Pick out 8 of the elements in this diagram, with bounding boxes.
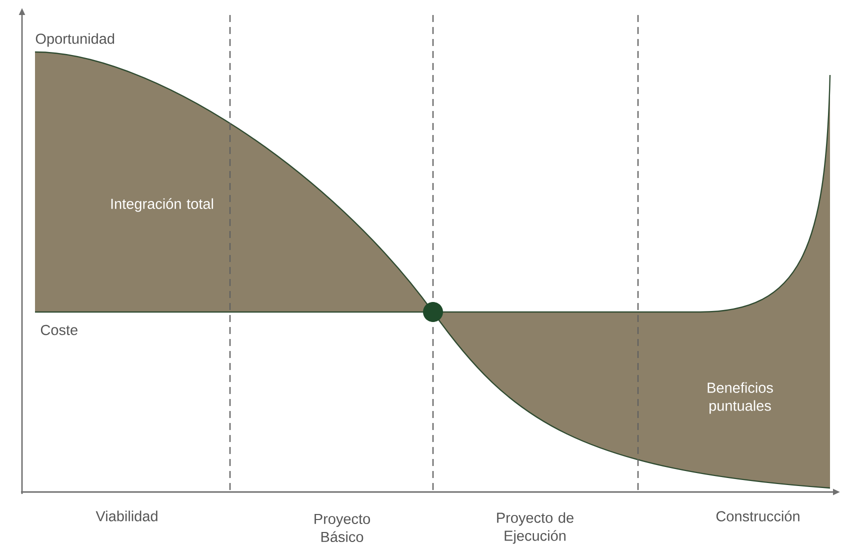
- axis-label: Oportunidad: [36, 33, 114, 47]
- phase-label: Construcción: [716, 510, 800, 522]
- region-label: Beneficios puntuales: [708, 382, 773, 414]
- phase-label: Proyecto Básico: [314, 514, 370, 542]
- phase-label: Viabilidad: [96, 510, 158, 522]
- region-label: Integración total: [111, 198, 214, 212]
- phase-label: Proyecto de Ejecución: [497, 512, 574, 544]
- axis-label: Coste: [40, 324, 78, 336]
